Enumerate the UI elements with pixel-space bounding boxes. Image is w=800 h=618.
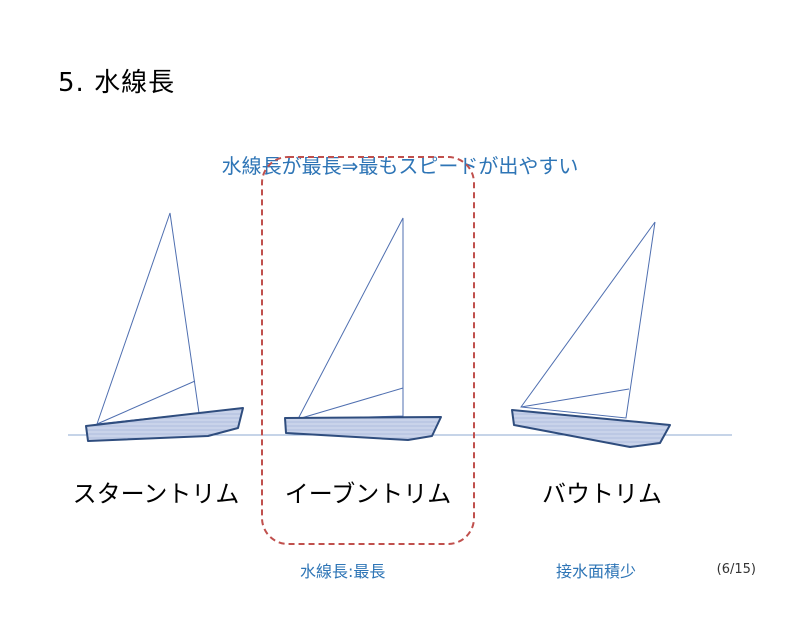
sail [96,212,200,425]
bow-trim-label: バウトリム [542,480,662,508]
stern-trim-label: スターントリム [72,480,240,508]
sail [297,217,404,420]
bow-trim-note: 接水面積少 [556,562,637,581]
boom [297,387,404,420]
highlight-box [261,156,475,545]
stern-trim-boat [85,212,244,442]
slide-title: 5. 水線長 [58,68,176,98]
hull [284,416,442,441]
page-number: (6/15) [716,562,756,577]
sail [520,221,656,419]
boom [96,380,196,425]
even-trim-boat [284,217,442,441]
boom [520,388,630,408]
bow-trim-boat [511,221,671,448]
hull [511,409,671,448]
even-trim-label: イーブントリム [284,480,452,508]
even-trim-note: 水線長:最長 [300,562,386,581]
hull [85,407,244,442]
